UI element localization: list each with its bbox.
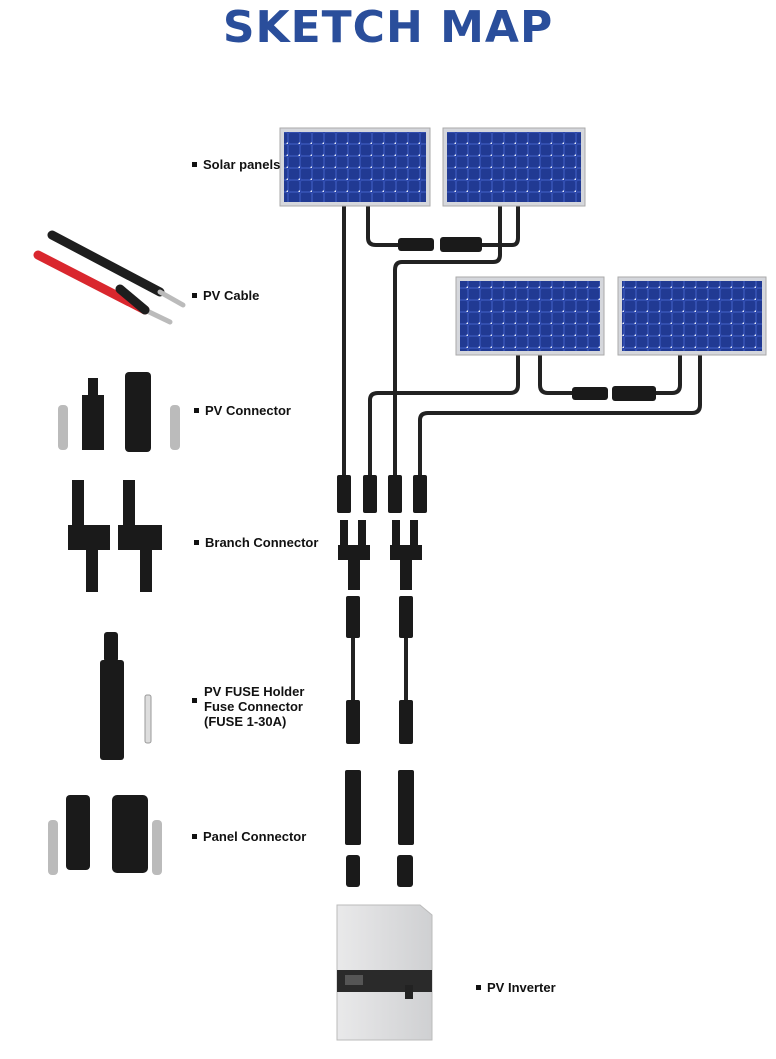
page-title: SKETCH MAP bbox=[222, 2, 554, 53]
pv-connector-image bbox=[58, 372, 180, 452]
solar-panel bbox=[617, 276, 767, 356]
label-pv-connector: PV Connector bbox=[194, 403, 291, 418]
label-text: Solar panels bbox=[203, 157, 281, 172]
bullet-icon bbox=[194, 408, 199, 414]
solar-panel bbox=[279, 127, 431, 207]
panel-connectors bbox=[345, 770, 414, 887]
solar-panel bbox=[455, 276, 605, 356]
bullet-icon bbox=[192, 293, 197, 299]
label-panel-connector: Panel Connector bbox=[192, 829, 306, 844]
panel-connector-image bbox=[48, 795, 162, 875]
label-fuse-holder: PV FUSE Holder Fuse Connector (FUSE 1-30… bbox=[192, 684, 304, 729]
branch-connector-image bbox=[68, 480, 162, 592]
bullet-icon bbox=[192, 834, 197, 840]
label-pv-cable: PV Cable bbox=[192, 288, 259, 303]
label-solar-panels: Solar panels bbox=[192, 157, 280, 172]
solar-panel bbox=[442, 127, 586, 207]
fuse-holders bbox=[346, 596, 413, 744]
branch-connectors bbox=[338, 520, 422, 590]
pv-connectors-row bbox=[337, 475, 427, 513]
inline-connector bbox=[398, 237, 656, 401]
label-text: Fuse Connector bbox=[204, 699, 303, 714]
bullet-icon bbox=[192, 698, 197, 703]
label-text: (FUSE 1-30A) bbox=[204, 714, 287, 729]
pv-inverter-image bbox=[336, 904, 433, 1041]
label-text: PV Connector bbox=[205, 403, 291, 418]
pv-cable-image bbox=[33, 230, 186, 325]
label-pv-inverter: PV Inverter bbox=[476, 980, 556, 995]
label-branch-connector: Branch Connector bbox=[194, 535, 318, 550]
label-text: PV FUSE Holder bbox=[204, 684, 305, 699]
label-text: PV Inverter bbox=[487, 980, 556, 995]
bullet-icon bbox=[476, 985, 481, 991]
bullet-icon bbox=[192, 162, 197, 168]
label-text: Panel Connector bbox=[203, 829, 307, 844]
fuse-holder-image bbox=[100, 632, 152, 760]
bullet-icon bbox=[194, 540, 199, 546]
label-text: Branch Connector bbox=[205, 535, 319, 550]
label-text: PV Cable bbox=[203, 288, 260, 303]
